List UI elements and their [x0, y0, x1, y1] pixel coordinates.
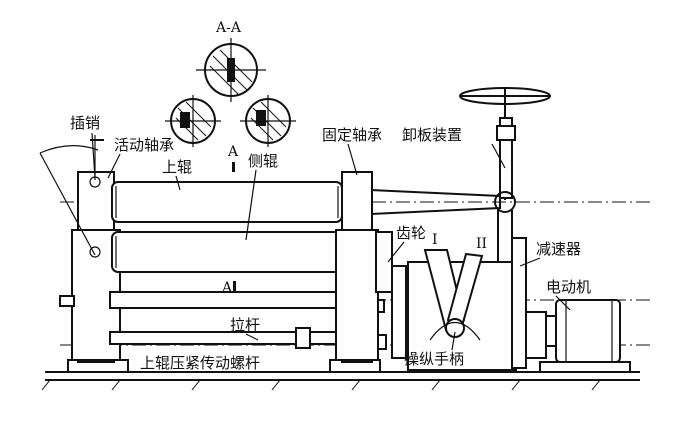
label-control-handle: 操纵手柄 [404, 350, 464, 368]
electric-motor [545, 299, 621, 363]
label-reducer: 减速器 [536, 240, 581, 258]
base-ground [41, 359, 640, 391]
label-tie-rod: 拉杆 [230, 316, 260, 334]
label-upper-roller: 上辊 [162, 158, 192, 176]
label-side-roller: 侧辊 [248, 152, 278, 170]
right-frame [335, 171, 407, 363]
leader-lines [91, 132, 571, 351]
label-gear: 齿轮 [396, 224, 426, 242]
label-movable-bearing: 活动轴承 [114, 136, 174, 154]
section-label: A-A [215, 20, 242, 36]
label-unloading-device: 卸板装置 [402, 126, 462, 144]
section-view-group [165, 38, 296, 147]
label-fixed-bearing: 固定轴承 [322, 126, 382, 144]
label-screw-rod: 上辊压紧传动螺杆 [140, 354, 260, 372]
screw-nut [295, 327, 311, 349]
label-motor: 电动机 [546, 278, 591, 296]
section-marker-top: A [227, 144, 239, 160]
left-frame [39, 135, 121, 363]
position-marker-2: II [476, 236, 487, 252]
upper-roller [111, 181, 501, 223]
side-roller [111, 231, 343, 273]
position-marker-1: I [432, 232, 438, 248]
label-pin: 插销 [70, 114, 100, 132]
section-marker-mid: A [221, 280, 233, 296]
control-handle [423, 249, 484, 341]
